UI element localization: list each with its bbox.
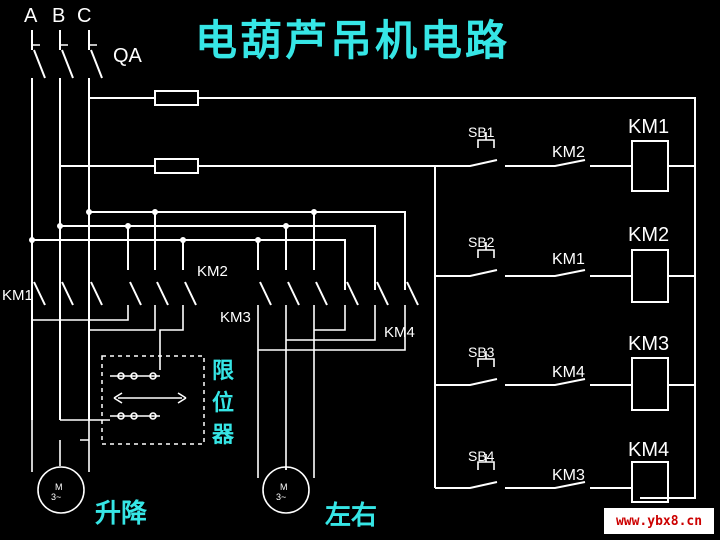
km3-km4-main-contacts: [257, 281, 419, 470]
site-watermark: www.ybx8.cn: [604, 508, 714, 534]
travel-motor: [257, 466, 315, 514]
rung1-interlock: KM2: [552, 144, 585, 161]
km1-coil: [631, 140, 669, 192]
rung3-button: SB3: [468, 344, 495, 360]
main-breaker: [31, 30, 103, 420]
rung2-coil-label: KM2: [628, 224, 669, 246]
phase-b-label: B: [52, 5, 65, 27]
diagram-title: 电葫芦吊机电路: [195, 16, 510, 65]
rung4-button: SB4: [468, 448, 495, 464]
fuse-2: [154, 158, 199, 174]
hoist-label: 升降: [95, 499, 148, 529]
rung2-button: SB2: [468, 234, 495, 250]
bus-bars: [29, 209, 406, 290]
rung1-button: SB1: [468, 124, 495, 140]
rung4-interlock: KM3: [552, 467, 585, 484]
hoist-motor-symbol: M: [55, 482, 63, 492]
breaker-label: QA: [113, 45, 143, 67]
km1-main-label: KM1: [2, 287, 33, 304]
km2-main-label: KM2: [197, 263, 228, 280]
km2-coil: [631, 249, 669, 303]
km3-coil: [631, 357, 669, 411]
hoist-motor-phase: 3~: [51, 492, 61, 502]
rung4-coil-label: KM4: [628, 439, 669, 461]
phase-c-label: C: [77, 5, 91, 27]
limit-switch-char-1: 限: [212, 359, 234, 384]
limit-switch: [101, 355, 205, 445]
hoist-motor: [31, 440, 90, 514]
km1-km2-main-contacts: [31, 281, 197, 441]
rung1-coil-label: KM1: [628, 116, 669, 138]
phase-a-label: A: [24, 5, 38, 27]
fuse-1: [154, 90, 199, 106]
travel-motor-symbol: M: [280, 482, 288, 492]
control-rungs: [435, 132, 695, 503]
travel-label: 左右: [325, 501, 377, 531]
limit-switch-char-3: 器: [211, 423, 235, 448]
km3-main-label: KM3: [220, 309, 251, 326]
rung2-interlock: KM1: [552, 251, 585, 268]
rung3-interlock: KM4: [552, 364, 585, 381]
travel-motor-phase: 3~: [276, 492, 286, 502]
km4-coil: [631, 461, 669, 503]
control-supply: [60, 90, 696, 499]
limit-switch-char-2: 位: [212, 390, 234, 416]
km4-main-label: KM4: [384, 324, 415, 341]
rung3-coil-label: KM3: [628, 333, 669, 355]
